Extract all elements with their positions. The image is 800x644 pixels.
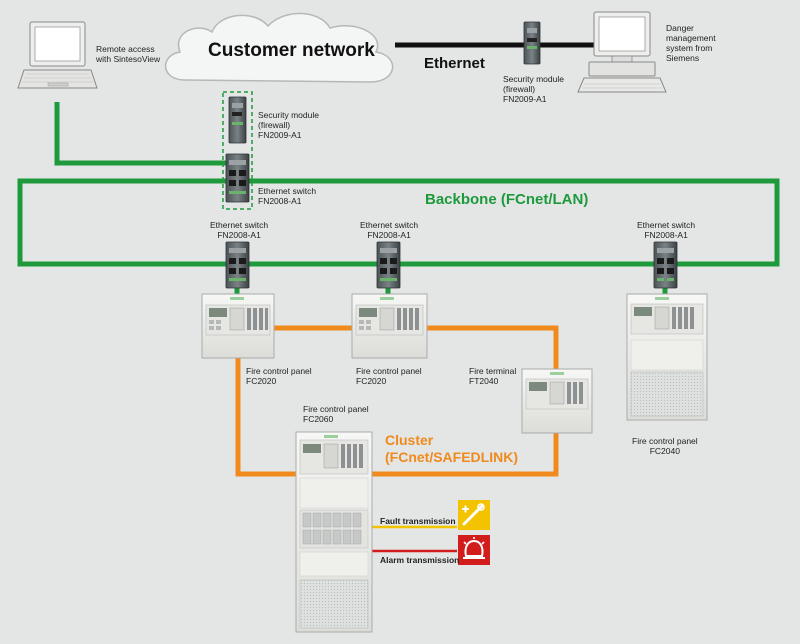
ethernet-switch-left-label: Ethernet switch FN2008-A1: [258, 186, 317, 206]
panel-fc2020-b-label: Fire control panel FC2020: [356, 366, 422, 386]
alarm-icon: [458, 535, 490, 565]
security-module-left-label: Security module (firewall) FN2009-A1: [258, 110, 319, 140]
remote-access-label: Remote access with SintesoView: [96, 44, 161, 64]
fault-transmission-label: Fault transmission: [380, 516, 456, 526]
ethernet-label: Ethernet: [424, 55, 485, 72]
terminal-ft2040-label: Fire terminal FT2040: [469, 366, 517, 386]
alarm-transmission-label: Alarm transmission: [380, 555, 460, 565]
security-module-right-label: Security module (firewall) FN2009-A1: [503, 74, 564, 104]
customer-network-label: Customer network: [208, 40, 375, 61]
ethernet-switch-1-label: Ethernet switch FN2008-A1: [210, 220, 269, 240]
ethernet-switch-icon: [376, 241, 401, 289]
security-module-icon: [523, 21, 541, 65]
fire-panel-icon: [295, 431, 373, 633]
panel-fc2060-label: Fire control panel FC2060: [303, 404, 369, 424]
ethernet-switch-icon: [653, 241, 678, 289]
laptop-icon: [17, 21, 98, 89]
fire-panel-icon: [521, 368, 593, 434]
cluster-link-3: [235, 358, 300, 477]
ethernet-switch-icon: [225, 241, 250, 289]
cloud-icon: [164, 12, 394, 83]
fire-panel-icon: [351, 293, 428, 359]
cluster-label: Cluster (FCnet/SAFEDLINK): [385, 432, 518, 465]
danger-management-label: Danger management system from Siemens: [666, 23, 716, 63]
fire-panel-icon: [201, 293, 275, 359]
fault-icon: [458, 500, 490, 530]
remote-access-link: [54, 102, 232, 166]
panel-fc2020-a-label: Fire control panel FC2020: [246, 366, 312, 386]
security-group-box: [222, 91, 253, 210]
fire-panel-icon: [626, 293, 708, 421]
workstation-icon: [577, 11, 667, 93]
backbone-label: Backbone (FCnet/LAN): [425, 191, 589, 208]
panel-fc2040-label: Fire control panel FC2040: [632, 436, 698, 456]
ethernet-switch-2-label: Ethernet switch FN2008-A1: [360, 220, 419, 240]
ethernet-switch-3-label: Ethernet switch FN2008-A1: [637, 220, 696, 240]
ethernet-switch-icon: [225, 153, 250, 203]
security-module-icon: [228, 96, 247, 144]
